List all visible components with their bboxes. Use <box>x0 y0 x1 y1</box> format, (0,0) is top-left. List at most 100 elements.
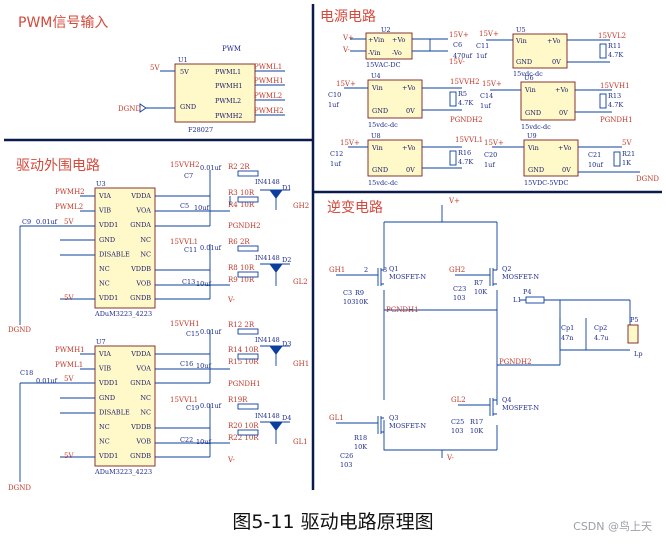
pwm-pin-pwmh2: PWMH2 <box>215 112 243 120</box>
q2-symbol <box>455 268 497 286</box>
u3-5v: 5V <box>64 218 74 226</box>
r9i-ref: R9 <box>355 289 364 297</box>
u3-left-pin-4: DISABLE <box>99 250 130 258</box>
r5-val: 4.7K <box>458 99 473 107</box>
power-u4: 15V+ C10 1uf U4 Vin +Vo GND 0V 15vdc-dc … <box>328 72 483 129</box>
u6-vo: +Vo <box>555 86 569 94</box>
u2-pin-r1: +Vo <box>392 36 406 44</box>
u7-out2: GL1 <box>293 438 308 446</box>
c13-ref: C13 <box>182 278 195 286</box>
lp-ref: Lp <box>634 350 642 358</box>
c20-val: 1uf <box>484 161 495 169</box>
u3-out1: GH2 <box>293 202 309 210</box>
u4-vin: Vin <box>371 84 383 92</box>
u3-part: ADuM3223_4223 <box>94 310 152 318</box>
inv-gl2: GL2 <box>451 396 466 404</box>
u7-periph-wires <box>209 330 290 457</box>
u7-left-pin-1: VIB <box>98 365 111 373</box>
u6-vin: Vin <box>524 86 536 94</box>
u7-box <box>94 345 156 467</box>
c18-ref: C18 <box>20 369 33 377</box>
u7-left-pin-2: VDD1 <box>98 379 118 387</box>
c3-ref: C3 <box>343 289 352 297</box>
r12-resistor <box>237 328 259 335</box>
d4-ref: D4 <box>282 414 291 422</box>
power-u6: 15V+ C14 1uf U6 Vin +Vo GND 0V 15vdc-dc … <box>480 74 633 131</box>
r5-resistor <box>449 91 457 107</box>
inv-n3: 3 <box>383 266 387 274</box>
u3-right-pin-1: VOA <box>135 207 151 215</box>
u3-right-pin-3: NC <box>140 236 151 244</box>
u8-in: 15V+ <box>340 139 360 147</box>
c14-val: 1uf <box>480 102 491 110</box>
u9-vo: +Vo <box>558 144 572 152</box>
dgnd-symbol <box>139 103 147 113</box>
r17-val: 10K <box>470 427 483 435</box>
u2-input-wires <box>350 38 366 52</box>
u3-vm: V- <box>227 296 235 304</box>
u5-gnd: GND <box>516 58 532 66</box>
u7-part: ADuM3223_4223 <box>94 468 152 476</box>
r21-val: 1K <box>622 159 631 167</box>
u5-0v: 0V <box>552 58 561 66</box>
u4-gnd: GND <box>372 107 388 115</box>
power-u2-acdc: V+ V- U2 +Vin +Vo -Vin -Vo 15VAC-DC 15V+… <box>342 26 473 69</box>
d1-ref: D1 <box>282 184 291 192</box>
u5-vin: Vin <box>515 37 527 45</box>
r7i-val: 10K <box>474 288 487 296</box>
u4-net2: PGNDH2 <box>450 116 483 124</box>
u6-0v: 0V <box>559 109 568 117</box>
u8-ref: U8 <box>371 132 381 140</box>
u3-in1: PWMH2 <box>55 188 85 196</box>
c21-ref: C21 <box>588 151 601 159</box>
c23-val: 103 <box>453 294 465 302</box>
r21-resistor <box>613 151 621 167</box>
figure-caption: 图5-11 驱动电路原理图 <box>232 511 434 533</box>
r6-ref: R6 2R <box>228 238 250 246</box>
u9-0v: 0V <box>562 166 571 174</box>
output-filter-wires <box>544 299 631 351</box>
c22-val: 10uf <box>196 438 211 446</box>
c25-ref: C25 <box>451 418 464 426</box>
r11-val: 4.7K <box>608 51 623 59</box>
u2-out-15v: 15V+ <box>449 31 469 39</box>
l1-ref: L1 <box>513 296 521 304</box>
c5-val: 10uf <box>194 204 209 212</box>
r6-resistor <box>237 245 259 252</box>
u6-box <box>520 81 576 121</box>
c22-ref: C22 <box>180 436 193 444</box>
u3-vvl: 15VVL1 <box>170 238 198 246</box>
u3-vvh: 15VVH2 <box>170 161 200 169</box>
u3-left-pin-1: VIB <box>98 207 111 215</box>
r20-ref: R20 10R <box>228 422 259 430</box>
u3-5v-b: 5V <box>64 294 74 302</box>
c15-val: 0.01uf <box>200 328 222 336</box>
d2-part: IN4148 <box>255 254 280 262</box>
inv-vplus: V+ <box>448 197 460 205</box>
u5-part: 15vdc-dc <box>513 70 543 78</box>
d3-ref: D3 <box>282 340 291 348</box>
u6-net: 15VVH1 <box>600 82 630 90</box>
u4-part: 15vdc-dc <box>368 121 398 129</box>
u2-pin-r2: -Vo <box>392 49 402 57</box>
p5-connector <box>627 324 639 344</box>
c11-ref: C11 <box>476 42 489 50</box>
u4-wires <box>344 87 462 111</box>
c7-ref: C7 <box>184 172 193 180</box>
u7-vvl: 15VVL1 <box>170 396 198 404</box>
c9-val: 0.01uf <box>36 218 58 226</box>
u7-right-pin-0: VDDA <box>130 350 151 358</box>
d4-part: IN4148 <box>255 412 280 420</box>
c13-val: 10uf <box>196 280 211 288</box>
u7-left-pin-0: VIA <box>98 350 111 358</box>
r16-val: 4.7K <box>458 158 473 166</box>
u7-right-pin-3: NC <box>140 394 151 402</box>
u4-vo: +Vo <box>402 84 416 92</box>
inv-pgndh2: PGNDH2 <box>499 358 532 366</box>
u3-right-pin-4: NC <box>140 250 151 258</box>
r13-resistor <box>599 93 607 109</box>
r16-ref: R16 <box>458 149 471 157</box>
u4-in: 15V+ <box>336 80 356 88</box>
